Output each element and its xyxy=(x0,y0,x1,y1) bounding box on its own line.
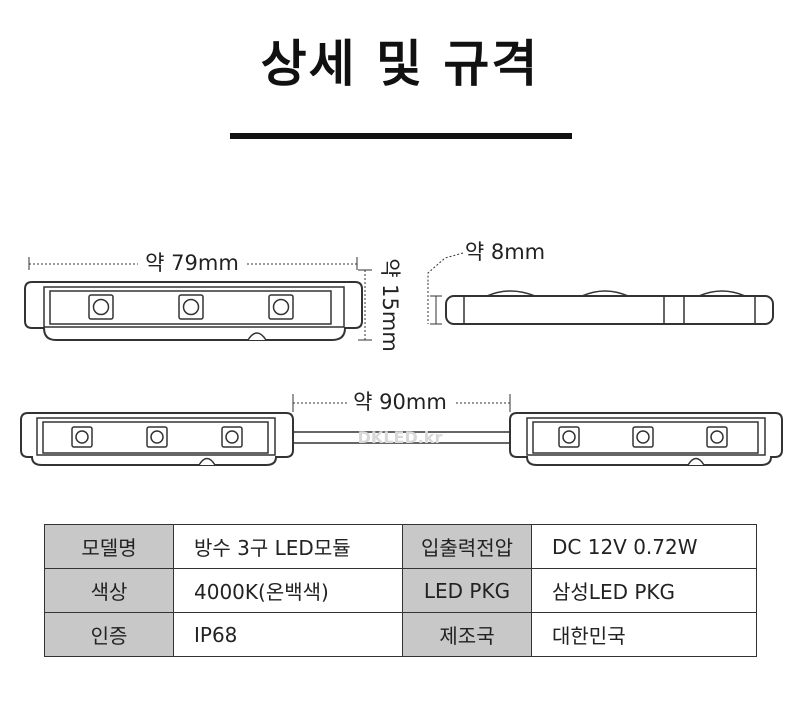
led-chip xyxy=(268,294,294,320)
spec-label-origin: 제조국 xyxy=(402,612,532,657)
led-chip xyxy=(706,426,728,448)
thickness-dimension-line xyxy=(427,252,464,325)
led-chip xyxy=(88,294,114,320)
table-row: 인증 IP68 제조국 대한민국 xyxy=(44,612,757,657)
led-chip xyxy=(558,426,580,448)
thickness-label: 약 8mm xyxy=(465,240,545,264)
length-label: 약 79mm xyxy=(145,251,239,275)
led-module-right xyxy=(509,412,783,466)
table-row: 색상 4000K(온백색) LED PKG 삼성LED PKG xyxy=(44,568,757,613)
led-chip xyxy=(221,426,243,448)
led-module-front xyxy=(24,281,363,341)
spec-label-certification: 인증 xyxy=(44,612,174,657)
title-underline xyxy=(230,133,572,139)
watermark: DKLED.kr xyxy=(358,428,443,447)
spec-table: 모델명 방수 3구 LED모듈 입출력전압 DC 12V 0.72W 색상 40… xyxy=(44,524,757,657)
spec-value-model: 방수 3구 LED모듈 xyxy=(173,524,403,569)
led-chip xyxy=(71,426,93,448)
page-title: 상세 및 규격 xyxy=(260,35,540,93)
height-label: 약 15mm xyxy=(378,258,402,352)
spec-label-model: 모델명 xyxy=(44,524,174,569)
connecting-wire xyxy=(293,431,510,444)
spec-label-led-pkg: LED PKG xyxy=(402,568,532,613)
spacing-label: 약 90mm xyxy=(353,390,447,414)
module-diagram: 약 79mm 약 15mm 약 8mm xyxy=(20,240,783,466)
spec-value-led-pkg: 삼성LED PKG xyxy=(531,568,757,613)
led-chip xyxy=(146,426,168,448)
spec-value-certification: IP68 xyxy=(173,612,403,657)
spec-value-color: 4000K(온백색) xyxy=(173,568,403,613)
spec-value-origin: 대한민국 xyxy=(531,612,757,657)
spec-label-voltage: 입출력전압 xyxy=(402,524,532,569)
spacing-dimension-line xyxy=(292,394,511,412)
spec-value-voltage: DC 12V 0.72W xyxy=(531,524,757,569)
height-dimension-line xyxy=(358,269,372,341)
led-module-side xyxy=(445,290,774,325)
length-dimension-line xyxy=(28,257,358,270)
led-chip xyxy=(632,426,654,448)
led-module-left xyxy=(20,412,294,466)
spec-label-color: 색상 xyxy=(44,568,174,613)
led-chip xyxy=(178,294,204,320)
table-row: 모델명 방수 3구 LED모듈 입출력전압 DC 12V 0.72W xyxy=(44,524,757,569)
